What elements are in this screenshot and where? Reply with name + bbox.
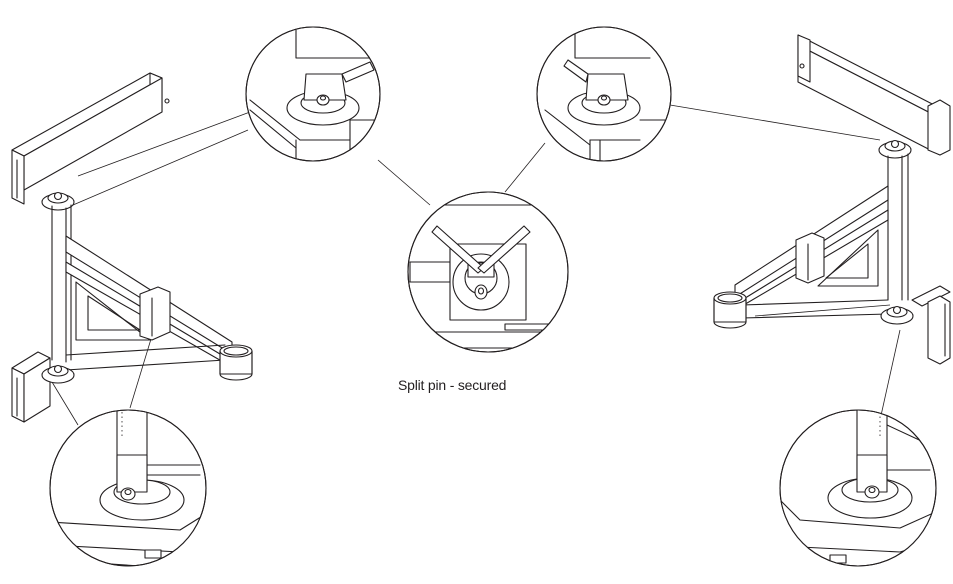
detail-bottom-right-hinge xyxy=(779,409,937,567)
split-pin-caption: Split pin - secured xyxy=(398,377,507,393)
detail-bottom-left-hinge xyxy=(49,409,207,567)
detail-top-left-hinge xyxy=(245,26,381,162)
detail-split-pin xyxy=(407,191,569,353)
detail-top-right-hinge xyxy=(536,26,672,162)
left-bracket xyxy=(11,72,253,423)
right-bracket xyxy=(713,34,951,365)
